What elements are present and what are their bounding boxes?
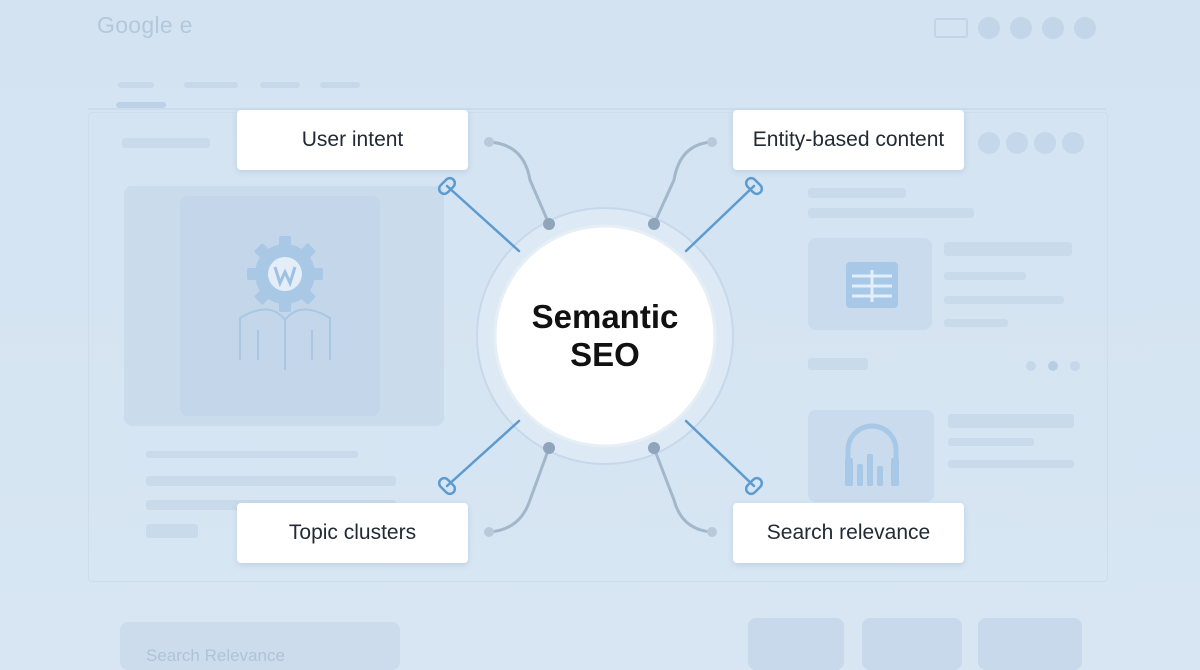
text-placeholder: [944, 319, 1008, 327]
text-placeholder: [808, 188, 906, 198]
connector-node-dot: [543, 442, 555, 454]
social-icon: [1006, 132, 1028, 154]
faded-content-panel: [88, 112, 1108, 582]
connector-entity-blue: [684, 184, 756, 253]
text-placeholder: [944, 242, 1072, 256]
connector-user-intent-blue: [445, 184, 521, 253]
text-placeholder: [146, 451, 358, 458]
bottom-thumbnail: [862, 618, 962, 670]
connector-end-dot: [484, 527, 494, 537]
center-hub-circle: [493, 224, 717, 448]
connector-search-gray: [652, 446, 714, 534]
info-icon: [1042, 17, 1064, 39]
text-placeholder: [122, 138, 210, 148]
connector-topic-gray: [487, 446, 551, 534]
node-user-intent: User intent: [237, 110, 468, 170]
pager-dot: [1070, 361, 1080, 371]
text-placeholder: [944, 272, 1026, 280]
social-icon: [978, 132, 1000, 154]
search-relevance-footer-label: Search Relevance: [146, 646, 285, 665]
bottom-thumbnail: [748, 618, 844, 670]
window-icon: [934, 18, 968, 38]
faded-navbar: [88, 58, 1106, 110]
nav-active-underline: [116, 102, 166, 108]
link-icon: [744, 476, 764, 496]
text-placeholder: [948, 460, 1074, 468]
text-placeholder: [944, 296, 1064, 304]
profile-icon: [978, 17, 1000, 39]
bottom-thumbnail: [978, 618, 1082, 670]
text-placeholder: [948, 438, 1034, 446]
connector-end-dot: [707, 527, 717, 537]
text-placeholder: [808, 208, 974, 218]
connector-entity-gray: [652, 140, 714, 226]
settings-icon: [1010, 17, 1032, 39]
bottom-card-placeholder: [120, 622, 400, 670]
social-icon: [1034, 132, 1056, 154]
connector-node-dot: [543, 218, 555, 230]
connector-node-dot: [648, 442, 660, 454]
text-placeholder: [948, 414, 1074, 428]
connector-end-dot: [707, 137, 717, 147]
nav-placeholder: [184, 82, 238, 88]
link-icon: [744, 176, 764, 196]
node-entity-based-content: Entity-based content: [733, 110, 964, 170]
pager-dot: [1026, 361, 1036, 371]
connector-user-intent-gray: [487, 140, 551, 226]
connector-search-blue: [684, 419, 756, 488]
social-icon: [1062, 132, 1084, 154]
connector-end-dot: [484, 137, 494, 147]
text-placeholder: [146, 476, 396, 486]
link-icon: [437, 176, 457, 196]
nav-placeholder: [118, 82, 154, 88]
link-icon: [437, 476, 457, 496]
center-title-line1: Semantic: [531, 298, 679, 336]
text-placeholder: [146, 524, 198, 538]
connector-node-dot: [648, 218, 660, 230]
node-search-relevance: Search relevance: [733, 503, 964, 563]
text-placeholder: [808, 358, 868, 370]
toolbar-icons: [934, 17, 1096, 39]
nav-placeholder: [260, 82, 300, 88]
search-icon: [1074, 17, 1096, 39]
connector-topic-blue: [445, 419, 521, 488]
center-title-line2: SEO: [570, 336, 640, 373]
center-hub-label: Semantic SEO: [498, 232, 712, 440]
nav-placeholder: [320, 82, 360, 88]
pager-dot: [1048, 361, 1058, 371]
google-logo: Google e: [97, 12, 193, 38]
node-topic-clusters: Topic clusters: [237, 503, 468, 563]
